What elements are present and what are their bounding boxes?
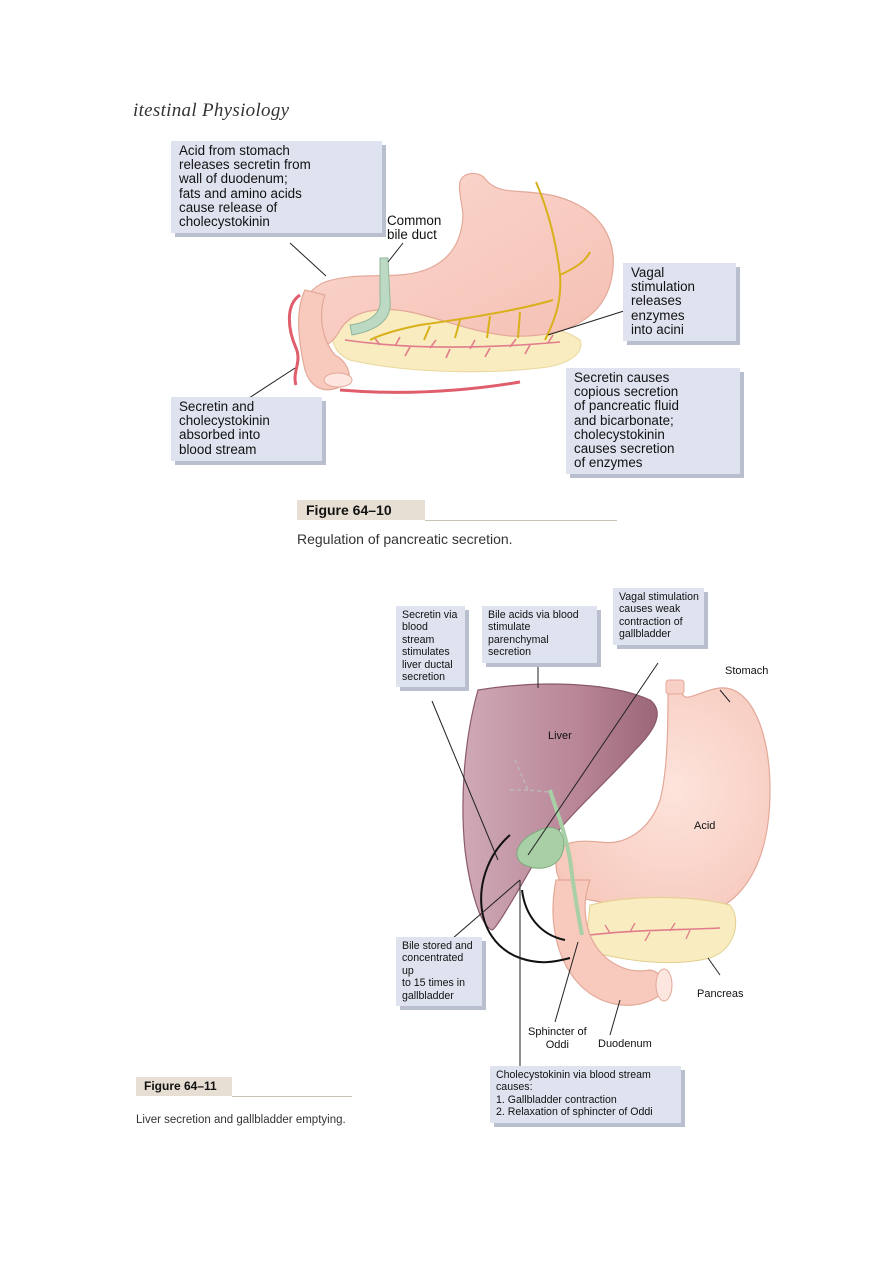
figure-64-11-label: Figure 64–11 — [136, 1077, 232, 1096]
label-stomach: Stomach — [725, 665, 769, 677]
blood-vessel-64-10 — [287, 293, 521, 394]
vagus-nerve-64-10 — [369, 181, 591, 341]
flow-arrows-64-11 — [480, 834, 571, 964]
leaders-64-10 — [245, 242, 628, 401]
label-duodenum: Duodenum — [598, 1038, 652, 1050]
callout-bile-stored: Bile stored and concentrated up to 15 ti… — [396, 937, 482, 1007]
leaders-64-11 — [431, 661, 731, 1070]
callout-secretin-absorbed: Secretin and cholecystokinin absorbed in… — [171, 397, 322, 461]
label-pancreas: Pancreas — [697, 988, 744, 1000]
figure-64-10-rule — [425, 520, 617, 521]
callout-vagal-gallbladder: Vagal stimulation causes weak contractio… — [613, 588, 704, 645]
callout-vagal-stimulation: Vagal stimulation releases enzymes into … — [623, 263, 736, 342]
callout-cholecystokinin: Cholecystokinin via blood stream causes:… — [490, 1066, 681, 1123]
pancreatic-duct-64-10 — [344, 334, 561, 359]
callout-common-bile-duct: Common bile duct — [387, 213, 442, 243]
callout-secretin-causes: Secretin causes copious secretion of pan… — [566, 368, 740, 475]
duodenum-64-10 — [298, 289, 353, 391]
gallbladder-64-11 — [510, 759, 584, 936]
callout-bile-acids: Bile acids via blood stimulate parenchym… — [482, 606, 597, 663]
pancreas-64-11 — [584, 897, 737, 964]
label-liver: Liver — [548, 730, 572, 742]
duodenum-64-11 — [552, 879, 673, 1006]
figure-64-11-rule — [232, 1096, 352, 1097]
label-acid: Acid — [694, 820, 716, 832]
figure-64-10-label: Figure 64–10 — [297, 500, 425, 520]
running-header: itestinal Physiology — [133, 100, 290, 121]
figure-64-11-caption: Liver secretion and gallbladder emptying… — [136, 1114, 346, 1126]
label-sphincter-of-oddi: Sphincter of Oddi — [528, 1026, 587, 1051]
figure-64-10-caption: Regulation of pancreatic secretion. — [297, 531, 513, 547]
bile-duct-64-10 — [349, 257, 391, 336]
callout-secretin-liver: Secretin via blood stream stimulates liv… — [396, 606, 465, 688]
callout-acid-secretin: Acid from stomach releases secretin from… — [171, 141, 382, 234]
